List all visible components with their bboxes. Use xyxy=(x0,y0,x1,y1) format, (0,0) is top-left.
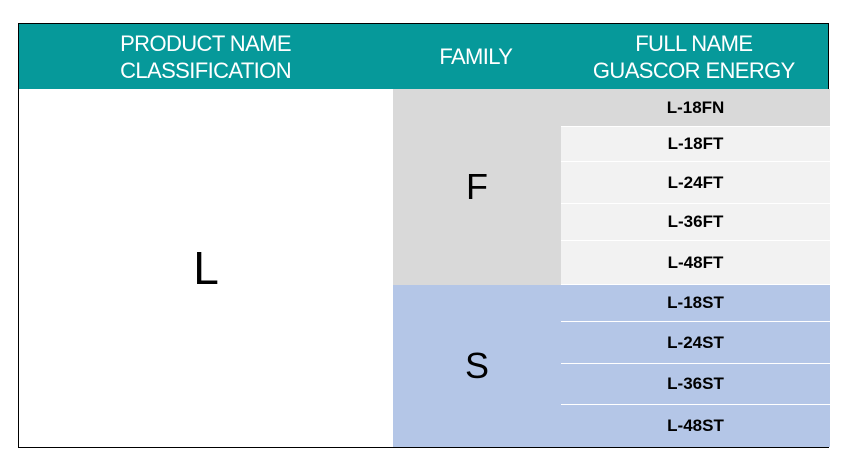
header-full-name-guascor-energy: FULL NAME GUASCOR ENERGY xyxy=(560,24,828,89)
header-col3-line2: GUASCOR ENERGY xyxy=(592,57,795,83)
header-col1-line2: CLASSIFICATION xyxy=(120,57,291,83)
header-product-name-classification: PRODUCT NAME CLASSIFICATION xyxy=(19,24,392,89)
model-row: L-24FT xyxy=(561,162,830,204)
model-row: L-18FT xyxy=(561,127,830,162)
model-row: L-36ST xyxy=(561,364,830,405)
classification-cell: L xyxy=(19,89,393,447)
family-cell-s: S xyxy=(393,285,561,447)
header-col3-line1: FULL NAME xyxy=(635,30,753,56)
model-row: L-24ST xyxy=(561,322,830,364)
model-row: L-48ST xyxy=(561,405,830,447)
model-row: L-18FN xyxy=(561,89,830,127)
header-col1-line1: PRODUCT NAME xyxy=(120,30,291,56)
table-header: PRODUCT NAME CLASSIFICATION FAMILY FULL … xyxy=(19,24,828,89)
model-row: L-18ST xyxy=(561,285,830,322)
model-list: L-18FN L-18FT L-24FT L-36FT L-48FT L-18S… xyxy=(561,89,830,447)
model-row: L-48FT xyxy=(561,241,830,285)
family-cell-f: F xyxy=(393,89,561,285)
model-row: L-36FT xyxy=(561,204,830,241)
product-table: PRODUCT NAME CLASSIFICATION FAMILY FULL … xyxy=(18,23,830,448)
header-col2: FAMILY xyxy=(439,44,513,69)
header-family: FAMILY xyxy=(392,24,560,89)
